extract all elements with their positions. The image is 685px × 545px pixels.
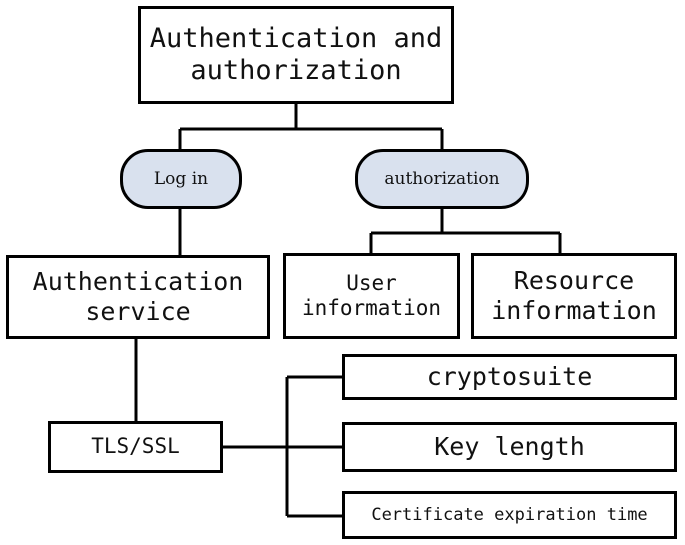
node-authorization: authorization: [355, 149, 529, 209]
node-log-in: Log in: [120, 149, 242, 209]
node-resource-information: Resource information: [471, 253, 677, 339]
node-authentication-service: Authentication service: [6, 255, 270, 339]
node-cryptosuite: cryptosuite: [342, 354, 677, 400]
node-tls-ssl: TLS/SSL: [48, 421, 223, 473]
node-user-information: User information: [283, 253, 460, 339]
node-key-length: Key length: [342, 422, 677, 472]
node-certificate-expiration-time: Certificate expiration time: [342, 491, 677, 539]
node-authentication-and-authorization: Authentication and authorization: [138, 6, 454, 104]
